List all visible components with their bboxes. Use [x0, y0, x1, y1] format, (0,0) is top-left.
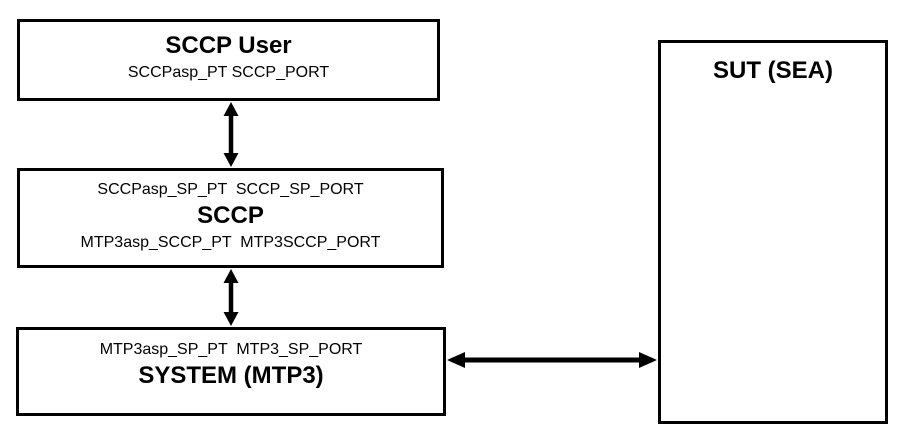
sccp-title: SCCP	[197, 202, 264, 229]
sccp-user-title: SCCP User	[165, 32, 292, 59]
sccp-box: SCCPasp_SP_PT SCCP_SP_PORT SCCP MTP3asp_…	[17, 168, 444, 268]
system-mtp3-ports-label: MTP3asp_SP_PT MTP3_SP_PORT	[99, 341, 363, 358]
sccp-system-mtp3-double-arrow-icon	[219, 268, 243, 327]
system-mtp3-title: SYSTEM (MTP3)	[138, 362, 324, 389]
sccp-user-box: SCCP User SCCPasp_PT SCCP_PORT	[17, 19, 440, 101]
sccp-user-sccp-double-arrow-icon	[219, 101, 243, 168]
sccp-user-ports-label: SCCPasp_PT SCCP_PORT	[127, 64, 330, 81]
sccp-top-ports-label: SCCPasp_SP_PT SCCP_SP_PORT	[97, 181, 364, 198]
system-mtp3-sut-double-arrow-icon	[446, 348, 658, 372]
system-mtp3-box: MTP3asp_SP_PT MTP3_SP_PORT SYSTEM (MTP3)	[16, 327, 446, 416]
sut-box: SUT (SEA)	[658, 40, 888, 424]
sccp-bottom-ports-label: MTP3asp_SCCP_PT MTP3SCCP_PORT	[80, 234, 381, 251]
sut-title: SUT (SEA)	[713, 57, 833, 84]
